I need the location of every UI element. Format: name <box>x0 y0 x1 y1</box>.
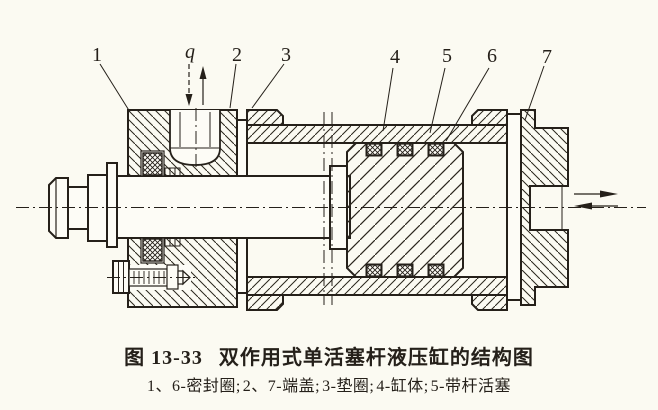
retaining-bolt <box>107 260 196 294</box>
figure-legend: 1、6-密封圈;2、7-端盖;3-垫圈;4-缸体;5-带杆活塞 <box>0 372 658 396</box>
piston-seal-top-1 <box>366 143 382 156</box>
gasket-washers <box>236 119 248 294</box>
piston-seal-top-3 <box>428 143 444 156</box>
piston-assembly <box>329 142 464 278</box>
part-number-7: 7 <box>542 46 552 68</box>
piston-seal-rings <box>365 142 445 278</box>
part-number-4: 4 <box>390 46 400 68</box>
piston-seal-bottom-3 <box>428 264 444 277</box>
piston-seal-bottom-1 <box>366 264 382 277</box>
tube-wall-bottom <box>246 276 508 296</box>
rod-clevis-end <box>48 162 118 248</box>
figure-caption: 图 13-33 双作用式单活塞杆液压缸的结构图 <box>0 341 658 370</box>
right-cap-body <box>520 109 569 306</box>
leader-2 <box>229 63 237 109</box>
rod-seal-rings <box>142 152 181 262</box>
flow-rate-label-q: q <box>185 41 195 63</box>
piston-seal-bottom-2 <box>397 264 413 277</box>
gasket-lower <box>236 237 248 294</box>
gasket-upper <box>236 119 248 177</box>
leader-5 <box>429 67 446 134</box>
piston-seal-top-2 <box>397 143 413 156</box>
part-number-1: 1 <box>92 44 102 66</box>
leader-7 <box>524 65 545 121</box>
rod-seal-ring-upper <box>142 152 163 176</box>
flow-right-arrowhead <box>600 190 618 198</box>
section-break-lines <box>323 112 333 305</box>
tube-end-flange-bottom-left <box>246 294 284 311</box>
rod-seal-ring-lower <box>142 238 163 262</box>
legend-item-2: 2、7-端盖; <box>242 378 321 395</box>
rod-shoulder-disc <box>106 162 118 248</box>
tube-wall-top <box>246 124 508 144</box>
leader-lines <box>99 63 545 142</box>
part-number-2: 2 <box>232 44 242 66</box>
leader-6 <box>445 67 490 142</box>
cylinder-body <box>246 109 508 311</box>
flow-in-arrowhead <box>185 94 193 106</box>
legend-item-1: 1、6-密封圈; <box>147 378 241 395</box>
figure-number: 图 13-33 <box>124 347 203 369</box>
part-number-5: 5 <box>442 45 452 67</box>
flow-left-arrowhead <box>574 202 592 210</box>
piston-body <box>346 142 464 278</box>
port-cavity <box>169 110 221 166</box>
legend-item-5: 5-带杆活塞 <box>430 378 511 395</box>
backup-ring-stack-upper <box>164 167 181 177</box>
tube-end-flange-top-left <box>246 109 284 126</box>
centerlines <box>16 108 646 208</box>
leader-3 <box>251 63 285 109</box>
part-number-6: 6 <box>487 45 497 67</box>
tube-end-flange-top-right <box>471 109 508 126</box>
leader-1 <box>99 63 131 113</box>
right-end-cap <box>506 109 569 306</box>
leader-4 <box>382 67 394 132</box>
part-number-3: 3 <box>281 44 291 66</box>
part-number-labels: 1 q 2 3 4 5 6 7 <box>92 41 552 68</box>
legend-item-4: 4-缸体; <box>376 378 429 395</box>
flow-out-arrowhead <box>199 66 207 79</box>
backup-ring-stack-lower <box>164 237 181 247</box>
port-flow-arrows <box>185 64 207 106</box>
figure-title: 双作用式单活塞杆液压缸的结构图 <box>218 347 534 369</box>
rod-end-flow-arrows <box>574 190 618 210</box>
legend-item-3: 3-垫圈; <box>322 378 375 395</box>
tube-end-flange-bottom-right <box>471 294 508 311</box>
